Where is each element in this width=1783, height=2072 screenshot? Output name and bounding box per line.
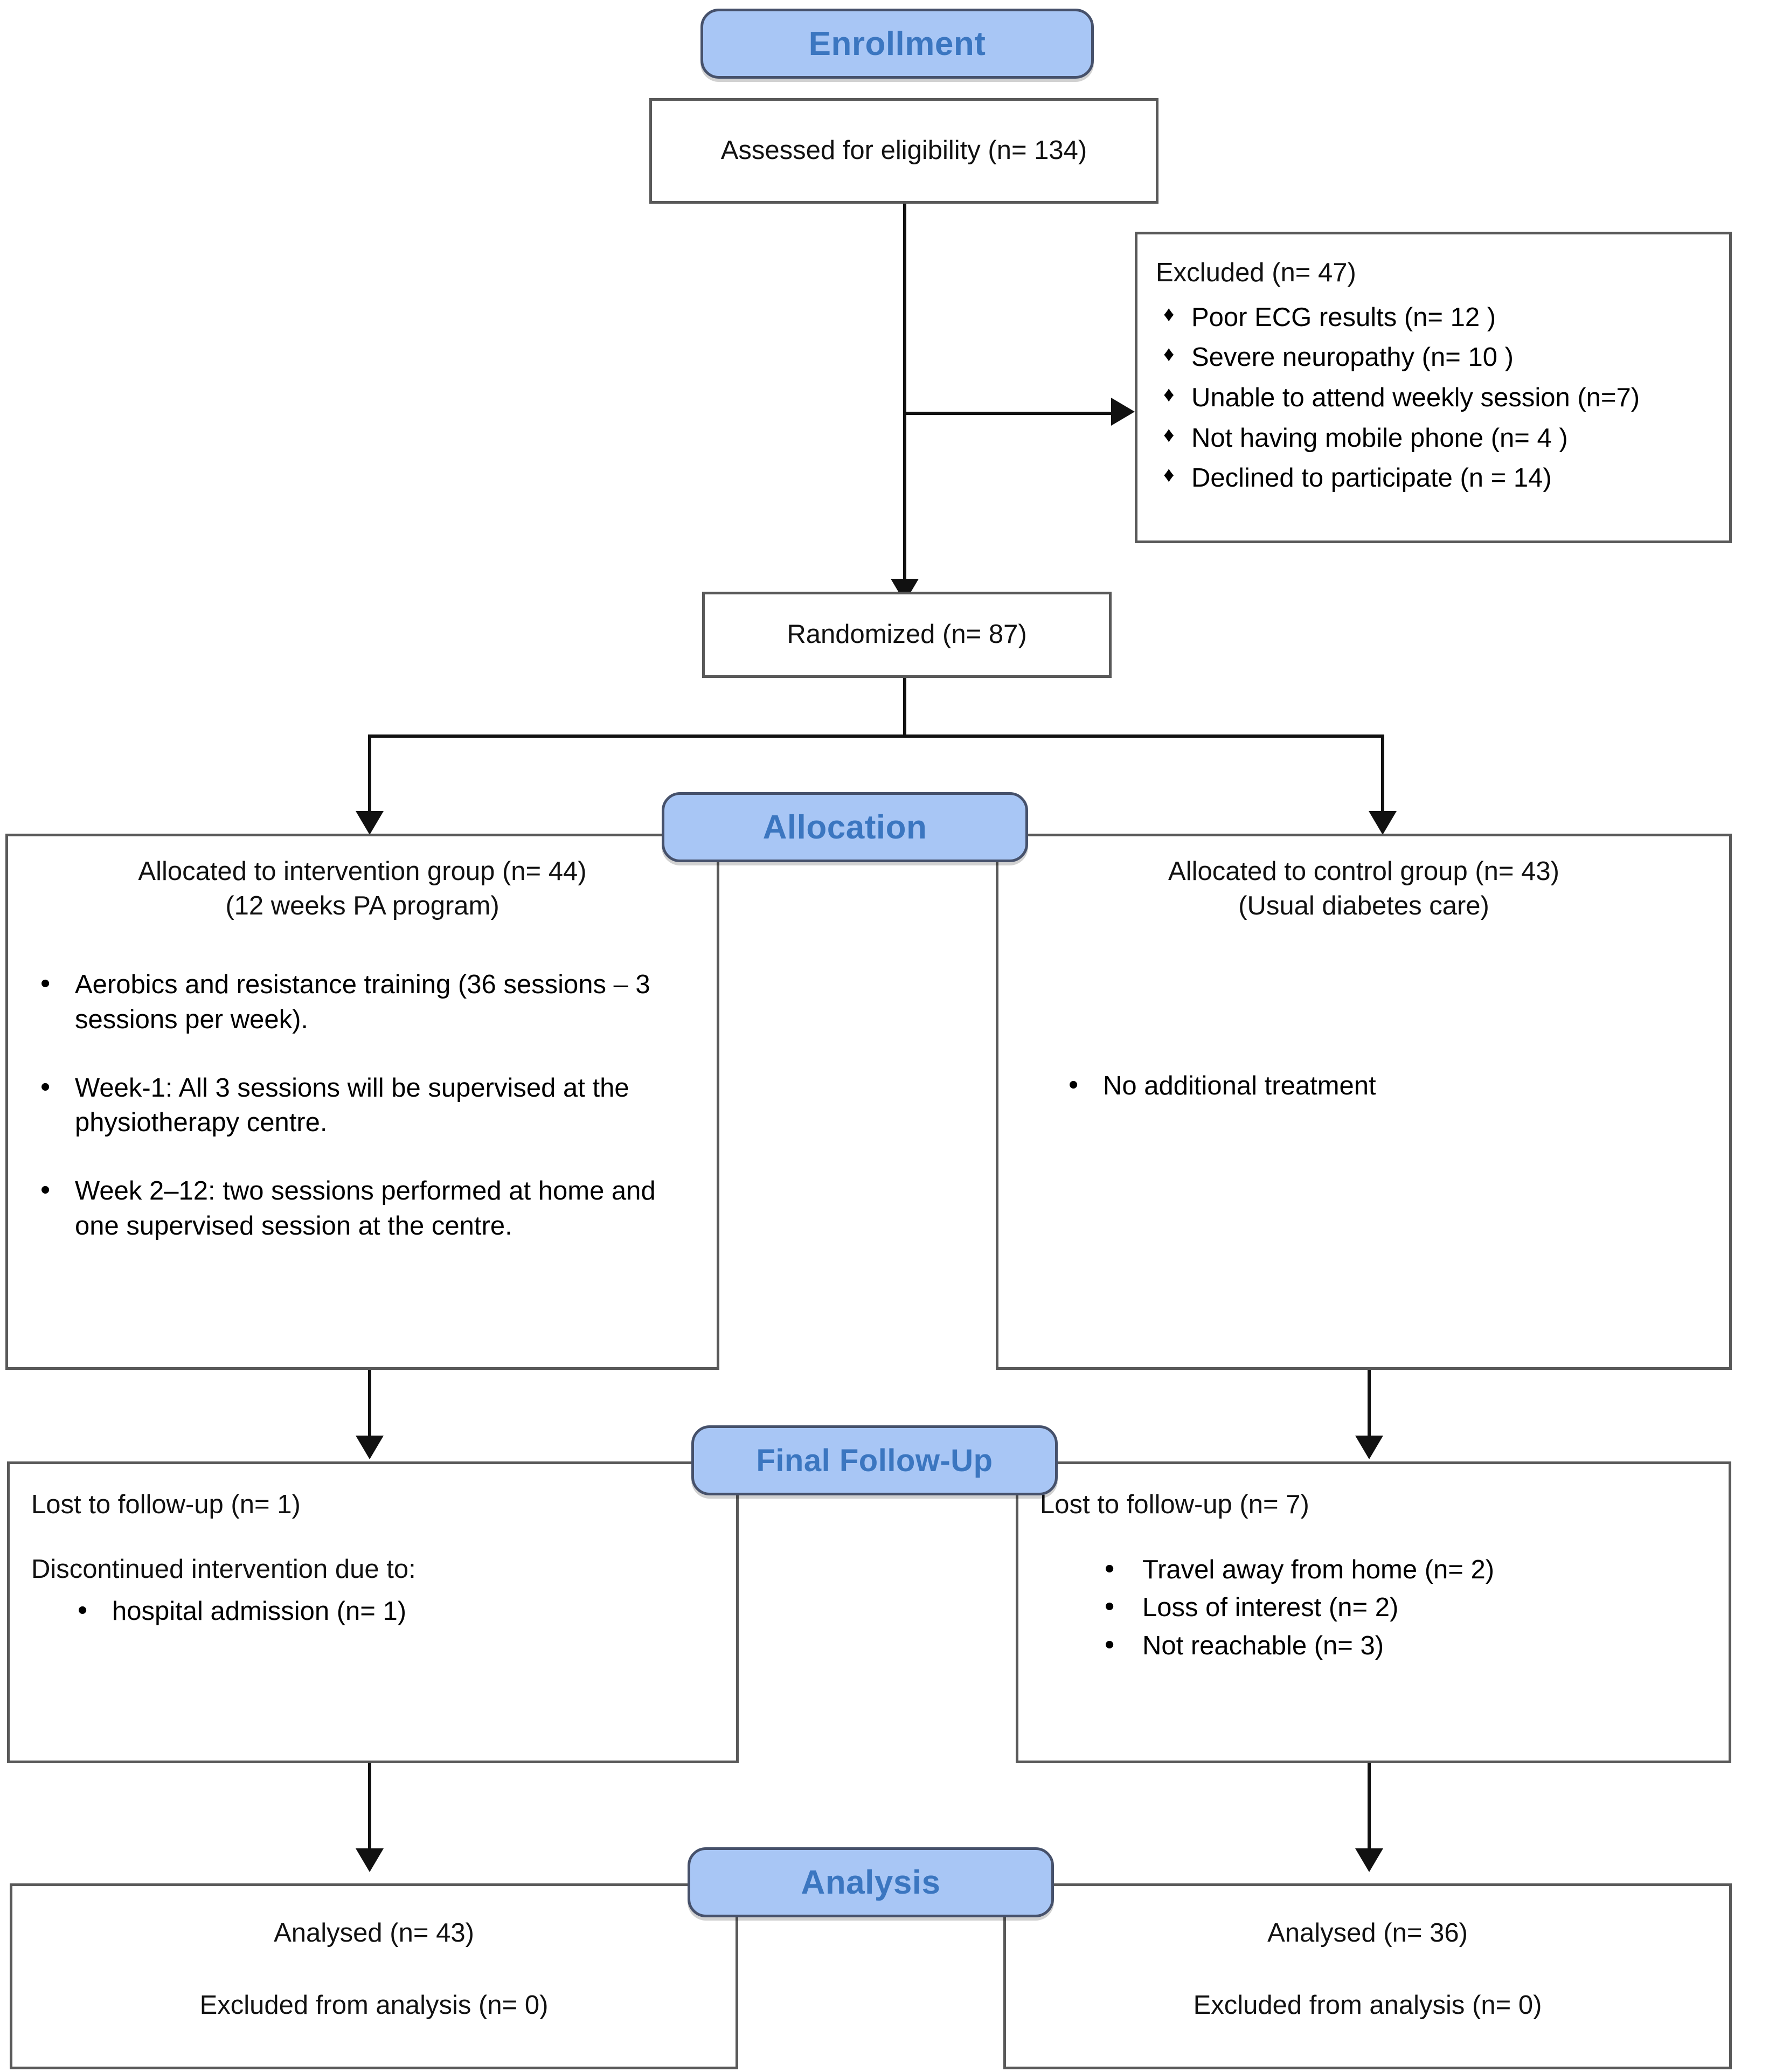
connector-split-right-down	[1381, 734, 1384, 815]
intervention-discontinued-list: hospital admission (n= 1)	[31, 1592, 714, 1629]
intervention-followup-box: Lost to follow-up (n= 1) Discontinued in…	[7, 1461, 739, 1763]
intervention-analysis-box: Analysed (n= 43) Excluded from analysis …	[10, 1883, 738, 2069]
connector-to-excluded	[903, 412, 1113, 415]
arrow-control-followup	[1355, 1436, 1383, 1459]
control-allocation-list: No additional treatment	[1022, 1066, 1705, 1104]
intervention-allocation-box: Allocated to intervention group (n= 44) …	[5, 834, 719, 1370]
control-followup-reasons-list: Travel away from home (n= 2) Loss of int…	[1040, 1550, 1707, 1664]
arrow-intervention-followup	[356, 1436, 384, 1459]
control-allocation-item: No additional treatment	[1022, 1066, 1705, 1104]
intervention-allocation-item: Week-1: All 3 sessions will be supervise…	[32, 1069, 693, 1140]
stage-pill-final-follow-up-label: Final Follow-Up	[756, 1443, 993, 1478]
excluded-reason-item: Poor ECG results (n= 12 )	[1156, 300, 1711, 335]
assessed-for-eligibility-box: Assessed for eligibility (n= 134)	[649, 98, 1158, 204]
control-followup-reason-item: Travel away from home (n= 2)	[1040, 1550, 1707, 1588]
intervention-discontinued-title: Discontinued intervention due to:	[31, 1554, 416, 1584]
intervention-allocation-list: Aerobics and resistance training (36 ses…	[32, 965, 693, 1243]
randomized-box: Randomized (n= 87)	[702, 592, 1112, 678]
connector-randomized-down	[903, 678, 906, 737]
connector-allocation-split	[368, 734, 1384, 738]
intervention-allocation-item: Aerobics and resistance training (36 ses…	[32, 965, 693, 1037]
control-lost-to-followup: Lost to follow-up (n= 7)	[1040, 1490, 1309, 1519]
arrow-control-analysis	[1355, 1848, 1383, 1872]
stage-pill-allocation-label: Allocation	[762, 808, 927, 846]
intervention-allocation-heading-line2: (12 weeks PA program)	[225, 891, 499, 920]
control-allocation-heading-line2: (Usual diabetes care)	[1238, 891, 1489, 920]
intervention-excluded-from-analysis: Excluded from analysis (n= 0)	[199, 1990, 549, 2020]
assessed-for-eligibility-text: Assessed for eligibility (n= 134)	[720, 136, 1087, 165]
intervention-allocation-heading-line1: Allocated to intervention group (n= 44)	[138, 857, 587, 886]
arrow-to-intervention-allocation	[356, 811, 384, 835]
excluded-reason-item: Declined to participate (n = 14)	[1156, 461, 1711, 496]
excluded-reason-item: Not having mobile phone (n= 4 )	[1156, 421, 1711, 456]
arrow-to-excluded	[1111, 398, 1135, 426]
control-analysed: Analysed (n= 36)	[1267, 1918, 1468, 1948]
stage-pill-allocation: Allocation	[662, 792, 1028, 862]
connector-intervention-followup-to-analysis	[368, 1763, 371, 1852]
intervention-allocation-item: Week 2–12: two sessions performed at hom…	[32, 1172, 693, 1243]
excluded-reason-item: Severe neuropathy (n= 10 )	[1156, 340, 1711, 375]
intervention-discontinued-item: hospital admission (n= 1)	[31, 1592, 714, 1629]
control-excluded-from-analysis: Excluded from analysis (n= 0)	[1193, 1990, 1542, 2020]
connector-control-alloc-to-followup	[1368, 1370, 1371, 1440]
control-followup-box: Lost to follow-up (n= 7) Travel away fro…	[1016, 1461, 1731, 1763]
intervention-lost-to-followup: Lost to follow-up (n= 1)	[31, 1490, 301, 1519]
stage-pill-analysis-label: Analysis	[801, 1863, 941, 1901]
connector-split-left-down	[368, 734, 371, 815]
excluded-box: Excluded (n= 47) Poor ECG results (n= 12…	[1135, 232, 1732, 543]
control-followup-reason-item: Not reachable (n= 3)	[1040, 1626, 1707, 1664]
excluded-reason-item: Unable to attend weekly session (n=7)	[1156, 380, 1711, 415]
control-analysis-box: Analysed (n= 36) Excluded from analysis …	[1003, 1883, 1732, 2069]
randomized-text: Randomized (n= 87)	[787, 620, 1027, 649]
intervention-analysed: Analysed (n= 43)	[274, 1918, 474, 1948]
stage-pill-analysis: Analysis	[688, 1847, 1054, 1917]
arrow-intervention-analysis	[356, 1848, 384, 1872]
arrow-to-control-allocation	[1369, 811, 1397, 835]
excluded-title: Excluded (n= 47)	[1156, 258, 1356, 287]
control-allocation-box: Allocated to control group (n= 43) (Usua…	[996, 834, 1732, 1370]
connector-intervention-alloc-to-followup	[368, 1370, 371, 1440]
control-followup-reason-item: Loss of interest (n= 2)	[1040, 1588, 1707, 1625]
connector-control-followup-to-analysis	[1368, 1763, 1371, 1852]
excluded-reasons-list: Poor ECG results (n= 12 ) Severe neuropa…	[1156, 300, 1711, 496]
stage-pill-enrollment: Enrollment	[700, 9, 1094, 79]
connector-eligibility-to-randomized	[903, 204, 906, 602]
stage-pill-enrollment-label: Enrollment	[808, 25, 986, 63]
control-allocation-heading-line1: Allocated to control group (n= 43)	[1168, 857, 1559, 886]
stage-pill-final-follow-up: Final Follow-Up	[691, 1425, 1058, 1495]
